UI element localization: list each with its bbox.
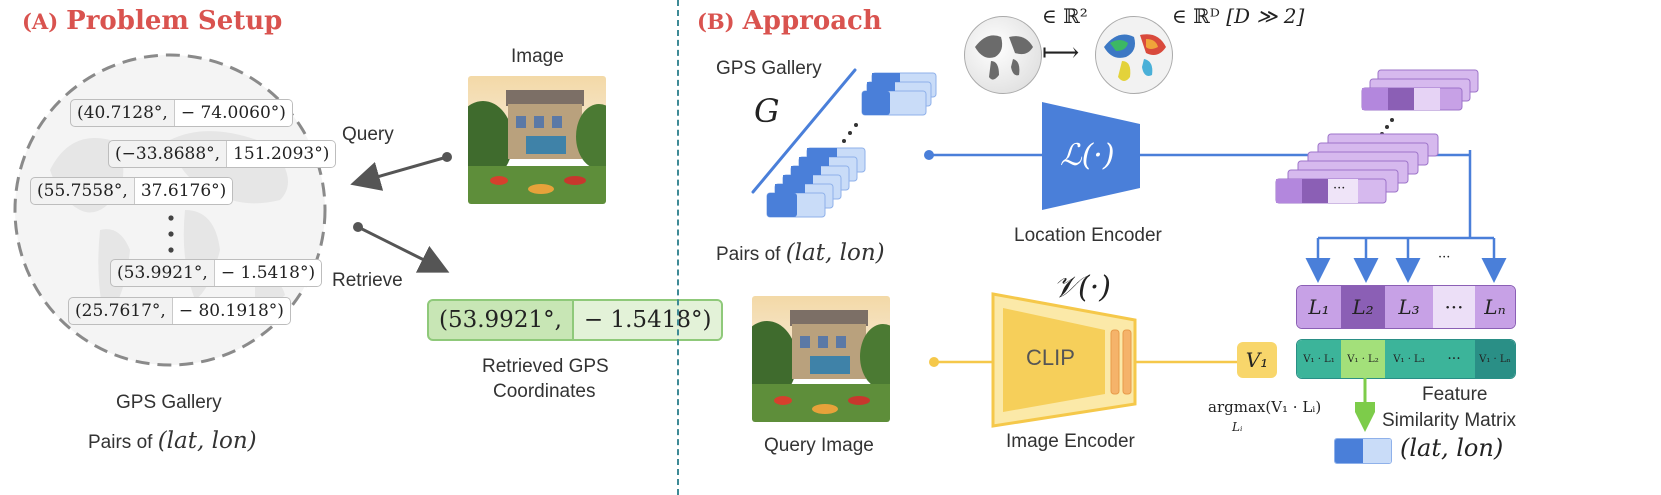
fanout-arrows: [1305, 150, 1507, 283]
feature-label-line1: Feature: [1422, 384, 1488, 405]
rd-label: ∈ ℝᴰ [D ≫ 2]: [1172, 4, 1305, 28]
bottom-stack: [766, 147, 866, 218]
coord-chip-5: (25.7617°,− 80.1918°): [68, 297, 291, 325]
v1-embedding: V₁: [1237, 342, 1277, 378]
coord-chip-4: (53.9921°,− 1.5418°): [110, 259, 323, 287]
coord-chip-2: (−33.8688°,151.2093°): [108, 140, 337, 168]
v-cell-3: V₁ · L₃: [1385, 340, 1433, 378]
query-photo: [468, 76, 606, 204]
vertical-ellipsis-icon: [168, 215, 174, 253]
l-cell-2: L₂: [1341, 286, 1385, 328]
panel-a-title-text: Problem Setup: [66, 6, 283, 36]
query-image-b: [752, 296, 890, 422]
coord-chip-1: (40.7128°,− 74.0060°): [70, 99, 293, 127]
l-cell-3: L₃: [1385, 286, 1433, 328]
query-image-label: Query Image: [764, 435, 874, 456]
argmax-label: argmax(V₁ · Lᵢ): [1208, 398, 1322, 416]
argmax-arrow: [1355, 378, 1375, 432]
query-retrieve-arrows: [350, 152, 452, 273]
retrieved-coordinate: (53.9921°,− 1.5418°): [427, 299, 724, 341]
panel-divider: [677, 0, 679, 495]
l-cell-n: Lₙ: [1475, 286, 1515, 328]
similarity-row: V₁ · L₁ V₁ · L₂ V₁ · L₃ ··· V₁ · Lₙ: [1296, 339, 1516, 379]
location-encoder-label: Location Encoder: [1014, 225, 1162, 246]
clip-label: CLIP: [1026, 345, 1075, 370]
v-cell-dots: ···: [1433, 340, 1475, 378]
gallery-label: GPS Gallery: [116, 392, 222, 413]
v-cell-2: V₁ · L₂: [1341, 340, 1385, 378]
b-gallery-label: GPS Gallery: [716, 58, 822, 79]
pairs-label: Pairs of (lat, lon): [88, 428, 257, 454]
image-flow: [929, 292, 1237, 428]
feature-label-line2: Similarity Matrix: [1382, 410, 1517, 431]
colored-globe: [1095, 16, 1173, 94]
output-embedding: [1334, 438, 1392, 464]
arrow-dots: ···: [1438, 250, 1451, 265]
image-encoder-symbol: 𝒱(·): [1053, 270, 1111, 305]
output-latlon: (lat, lon): [1400, 434, 1504, 462]
retrieved-label-line2: Coordinates: [493, 381, 596, 402]
maps-to-arrow: ⟼: [1042, 38, 1080, 68]
l-cell-dots: ···: [1433, 286, 1475, 328]
image-encoder-label: Image Encoder: [1006, 431, 1135, 452]
panel-b-title: (B) Approach: [697, 6, 882, 36]
top-stack: [861, 72, 937, 116]
gray-globe: [964, 16, 1042, 94]
gallery-symbol: G: [754, 92, 780, 130]
v-cell-1: V₁ · L₁: [1297, 340, 1341, 378]
retrieve-label: Retrieve: [332, 270, 403, 291]
query-label: Query: [342, 124, 394, 145]
b-pairs-label: Pairs of (lat, lon): [716, 240, 885, 266]
panel-b-tag: (B): [697, 9, 735, 34]
panel-b-title-text: Approach: [742, 6, 882, 36]
stack-dots: ···: [1333, 181, 1346, 196]
v-cell-n: V₁ · Lₙ: [1475, 340, 1515, 378]
location-encoder-symbol: ℒ(·): [1060, 138, 1115, 173]
image-label: Image: [511, 46, 564, 67]
l-cell-1: L₁: [1297, 286, 1341, 328]
embedding-stacks: [1275, 69, 1479, 204]
coord-chip-3: (55.7558°,37.6176°): [30, 177, 234, 205]
location-embedding-row: L₁ L₂ L₃ ··· Lₙ: [1296, 285, 1516, 329]
location-encoder-block: [1042, 102, 1140, 210]
gallery-stacks: [751, 68, 937, 218]
panel-a-tag: (A): [22, 9, 59, 34]
r2-label: ∈ ℝ²: [1042, 4, 1088, 28]
argmax-sub: Lᵢ: [1232, 420, 1243, 434]
panel-a-title: (A) Problem Setup: [22, 6, 282, 36]
retrieved-label-line1: Retrieved GPS: [482, 356, 609, 377]
